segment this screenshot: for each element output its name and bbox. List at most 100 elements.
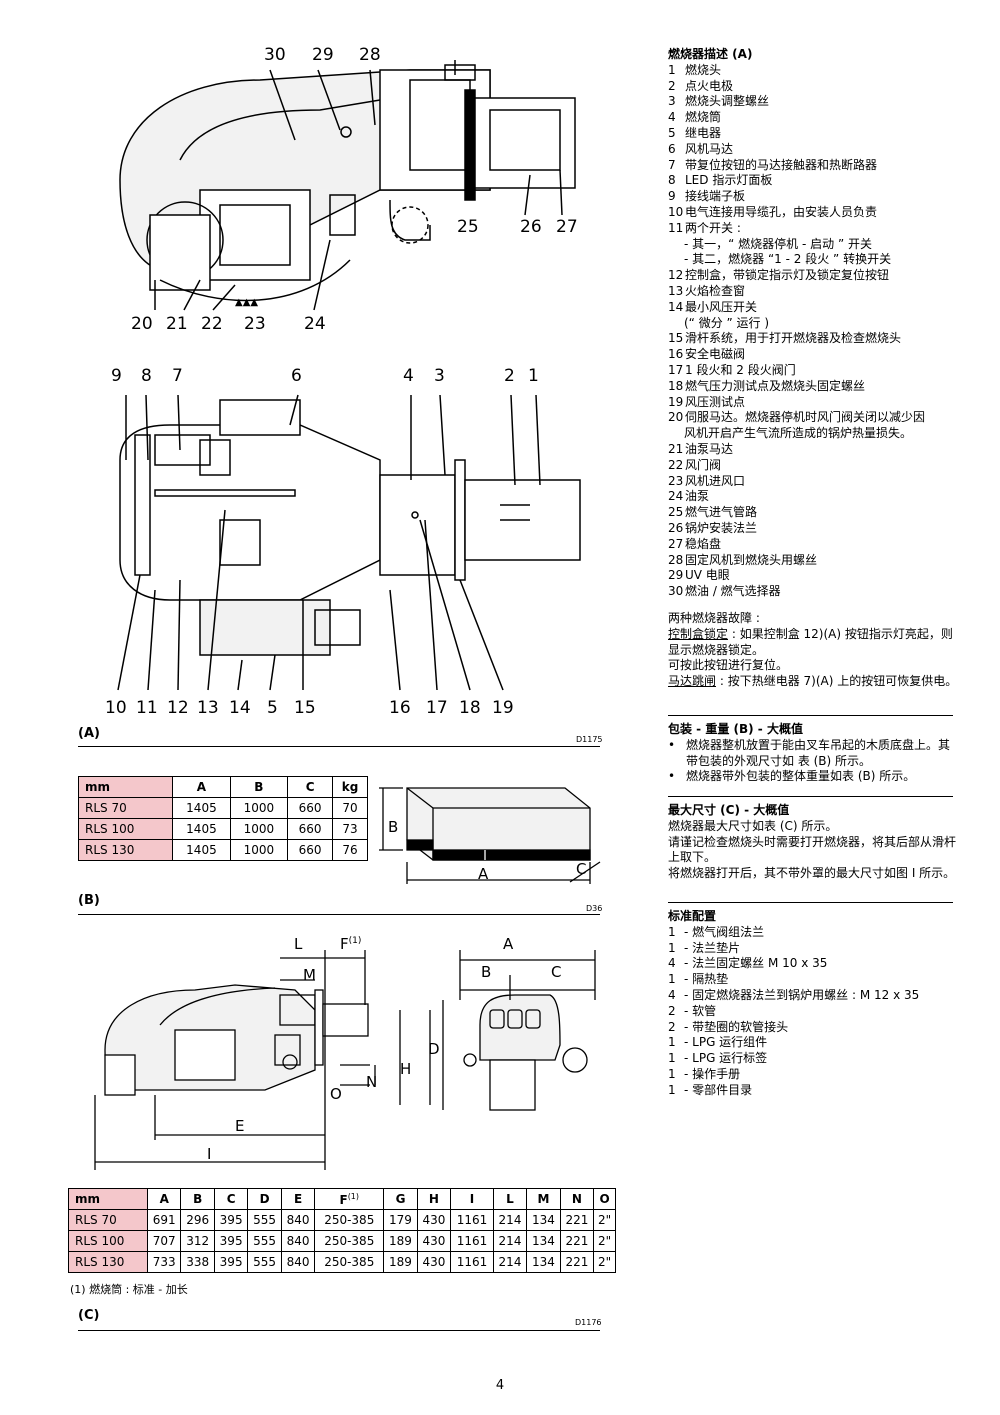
table-b-cell: RLS 70 [77,797,174,819]
table-c-cell: 250-385 [314,1251,385,1273]
table-b-cell: RLS 100 [77,818,174,840]
table-b-cell: 1000 [229,797,289,819]
standard-item: 1- 法兰垫片 [668,941,958,957]
description-item-text: 带复位按钮的马达接触器和热断路器 [685,157,878,172]
standard-item-qty: 1 [668,1066,676,1081]
fig-b-label: (B) [78,893,100,908]
table-c-header: D [247,1188,282,1210]
table-b-cell: 1405 [172,839,231,861]
description-item-text: 伺服马达。燃烧器停机时风门阀关闭以减少因 [685,410,926,425]
callout-17: 17 [426,698,448,718]
description-item-text: 电气连接用导缆孔，由安装人员负责 [685,204,878,219]
description-item-number: 20 [668,410,684,425]
packaging-bullet-text: 燃烧器带外包装的整体重量如表 (B) 所示。 [686,769,916,784]
description-item-number: 9 [668,189,676,204]
dim-c-label-c: C [551,963,562,981]
table-c-cell: 555 [247,1230,282,1252]
description-item: 9 接线端子板 [668,189,958,205]
table-c-cell: 250-385 [314,1230,385,1252]
callout-18: 18 [459,698,481,718]
table-b-cell: 660 [287,818,334,840]
table-c-cell: 840 [280,1209,316,1231]
dim-c-label-l: L [294,935,303,953]
table-c-footnote: (1) 燃烧筒 : 标准 - 加长 [70,1283,188,1296]
dim-c-label-o: O [330,1085,342,1103]
fig-c-rule [78,1330,600,1331]
standard-item-qty: 2 [668,1019,676,1034]
description-item-number: 10 [668,204,684,219]
description-item-number: 7 [668,157,676,172]
table-b-cell: RLS 130 [77,839,174,861]
table-c-cell: 189 [383,1251,418,1273]
description-item-text: 滑杆系统，用于打开燃烧器及检查燃烧头 [685,331,902,346]
table-c-cell: 221 [559,1251,595,1273]
description-item-number: 26 [668,520,684,535]
description-item-text: 两个开关 : [685,220,741,235]
description-item-number: 28 [668,552,684,567]
table-c-cell: 707 [146,1230,182,1252]
table-b-cell: 1405 [172,818,231,840]
description-item-text: 接线端子板 [685,189,746,204]
package-diagram-b [379,787,601,884]
description-item-text: 燃烧筒 [685,110,722,125]
standard-item-qty: 2 [668,1003,676,1018]
standard-item: 1- 零部件目录 [668,1083,958,1099]
dim-b-label-b: B [388,818,399,836]
callout-16: 16 [389,698,411,718]
description-item-number: 5 [668,125,676,140]
description-item-text: 燃气进气管路 [685,505,758,520]
burner-diagram-a: ▲▲▲ [117,60,581,691]
page-number: 4 [495,1378,505,1393]
description-item-number: 2 [668,78,676,93]
table-c-cell: RLS 130 [68,1251,148,1273]
table-c-cell: 214 [492,1209,528,1231]
dim-c-label-n: N [366,1073,378,1091]
description-item-text: 点火电极 [685,78,734,93]
standard-item-text: - 法兰垫片 [684,940,741,955]
packaging-rule [668,715,953,716]
dim-c-label-f-text: F [340,935,349,953]
callout-8: 8 [141,366,152,386]
callout-11: 11 [136,698,158,718]
description-item-text: 风机马达 [685,141,734,156]
description-item-number: 1 [668,62,676,77]
standard-item-qty: 1 [668,1035,676,1050]
maxdim-section: 最大尺寸 (C) - 大概值 燃烧器最大尺寸如表 (C) 所示。 请谨记检查燃烧… [668,803,958,882]
description-item-text: 油泵 [685,489,710,504]
callout-13: 13 [197,698,219,718]
table-c-cell: 430 [416,1251,452,1273]
callout-1: 1 [528,366,539,386]
standard-item-text: - 软管 [684,1003,717,1018]
callout-22: 22 [201,314,223,334]
table-b-cell: 1000 [229,839,289,861]
table-c-cell: 189 [383,1230,418,1252]
maxdim-line: 请谨记检查燃烧头时需要打开燃烧器，将其后部从滑杆上取下。 [668,834,957,865]
callout-25: 25 [457,217,479,237]
dim-c-label-f: F(1) [340,935,361,953]
standard-item-qty: 1 [668,1051,676,1066]
description-item-text: 锅炉安装法兰 [685,520,758,535]
description-item-number: 30 [668,584,684,599]
standard-item-text: - LPG 运行组件 [684,1035,768,1050]
fig-c-label: (C) [78,1308,100,1323]
packaging-bullet-text: 燃烧器整机放置于能由叉车吊起的木质底盘上。其带包装的外观尺寸如 表 (B) 所示… [686,737,951,768]
standard-rule [668,902,953,903]
description-item-number: 24 [668,489,684,504]
standard-item-qty: 1 [668,972,676,987]
fault-2-text: : 按下热继电器 7)(A) 上的按钮可恢复供电。 [716,674,958,689]
dim-c-label-i: I [207,1145,212,1163]
callout-10: 10 [105,698,127,718]
standard-item: 1- LPG 运行标签 [668,1051,958,1067]
callout-30: 30 [264,45,286,65]
table-c-header: G [383,1188,418,1210]
description-item-text: 稳焰盘 [685,536,722,551]
